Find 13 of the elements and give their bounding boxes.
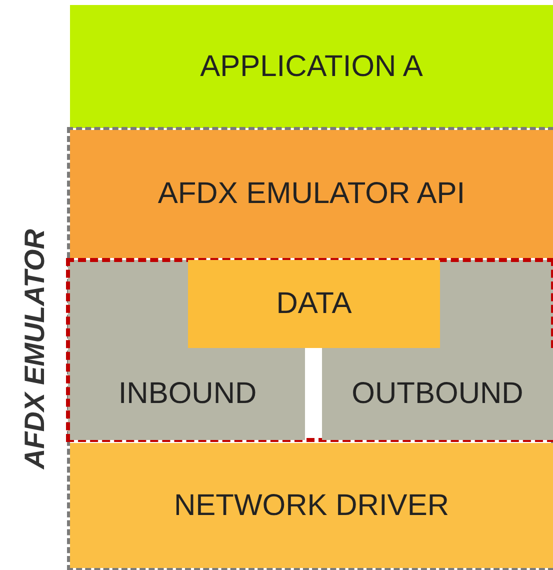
layer-label: NETWORK DRIVER: [174, 488, 449, 522]
layer-label: APPLICATION A: [200, 50, 423, 84]
dashed-region: [68, 260, 553, 440]
layer-box: [70, 130, 553, 258]
layer-label: OUTBOUND: [352, 377, 524, 411]
layer-label: INBOUND: [118, 377, 257, 411]
layer-box: [322, 348, 553, 440]
layer-box: [70, 443, 553, 568]
layer-box: [188, 260, 440, 348]
vertical-heading: AFDX EMULATOR: [19, 228, 51, 470]
layer-label: DATA: [276, 287, 352, 321]
layer-label: AFDX EMULATOR API: [158, 177, 466, 211]
layer-box: [70, 5, 553, 128]
